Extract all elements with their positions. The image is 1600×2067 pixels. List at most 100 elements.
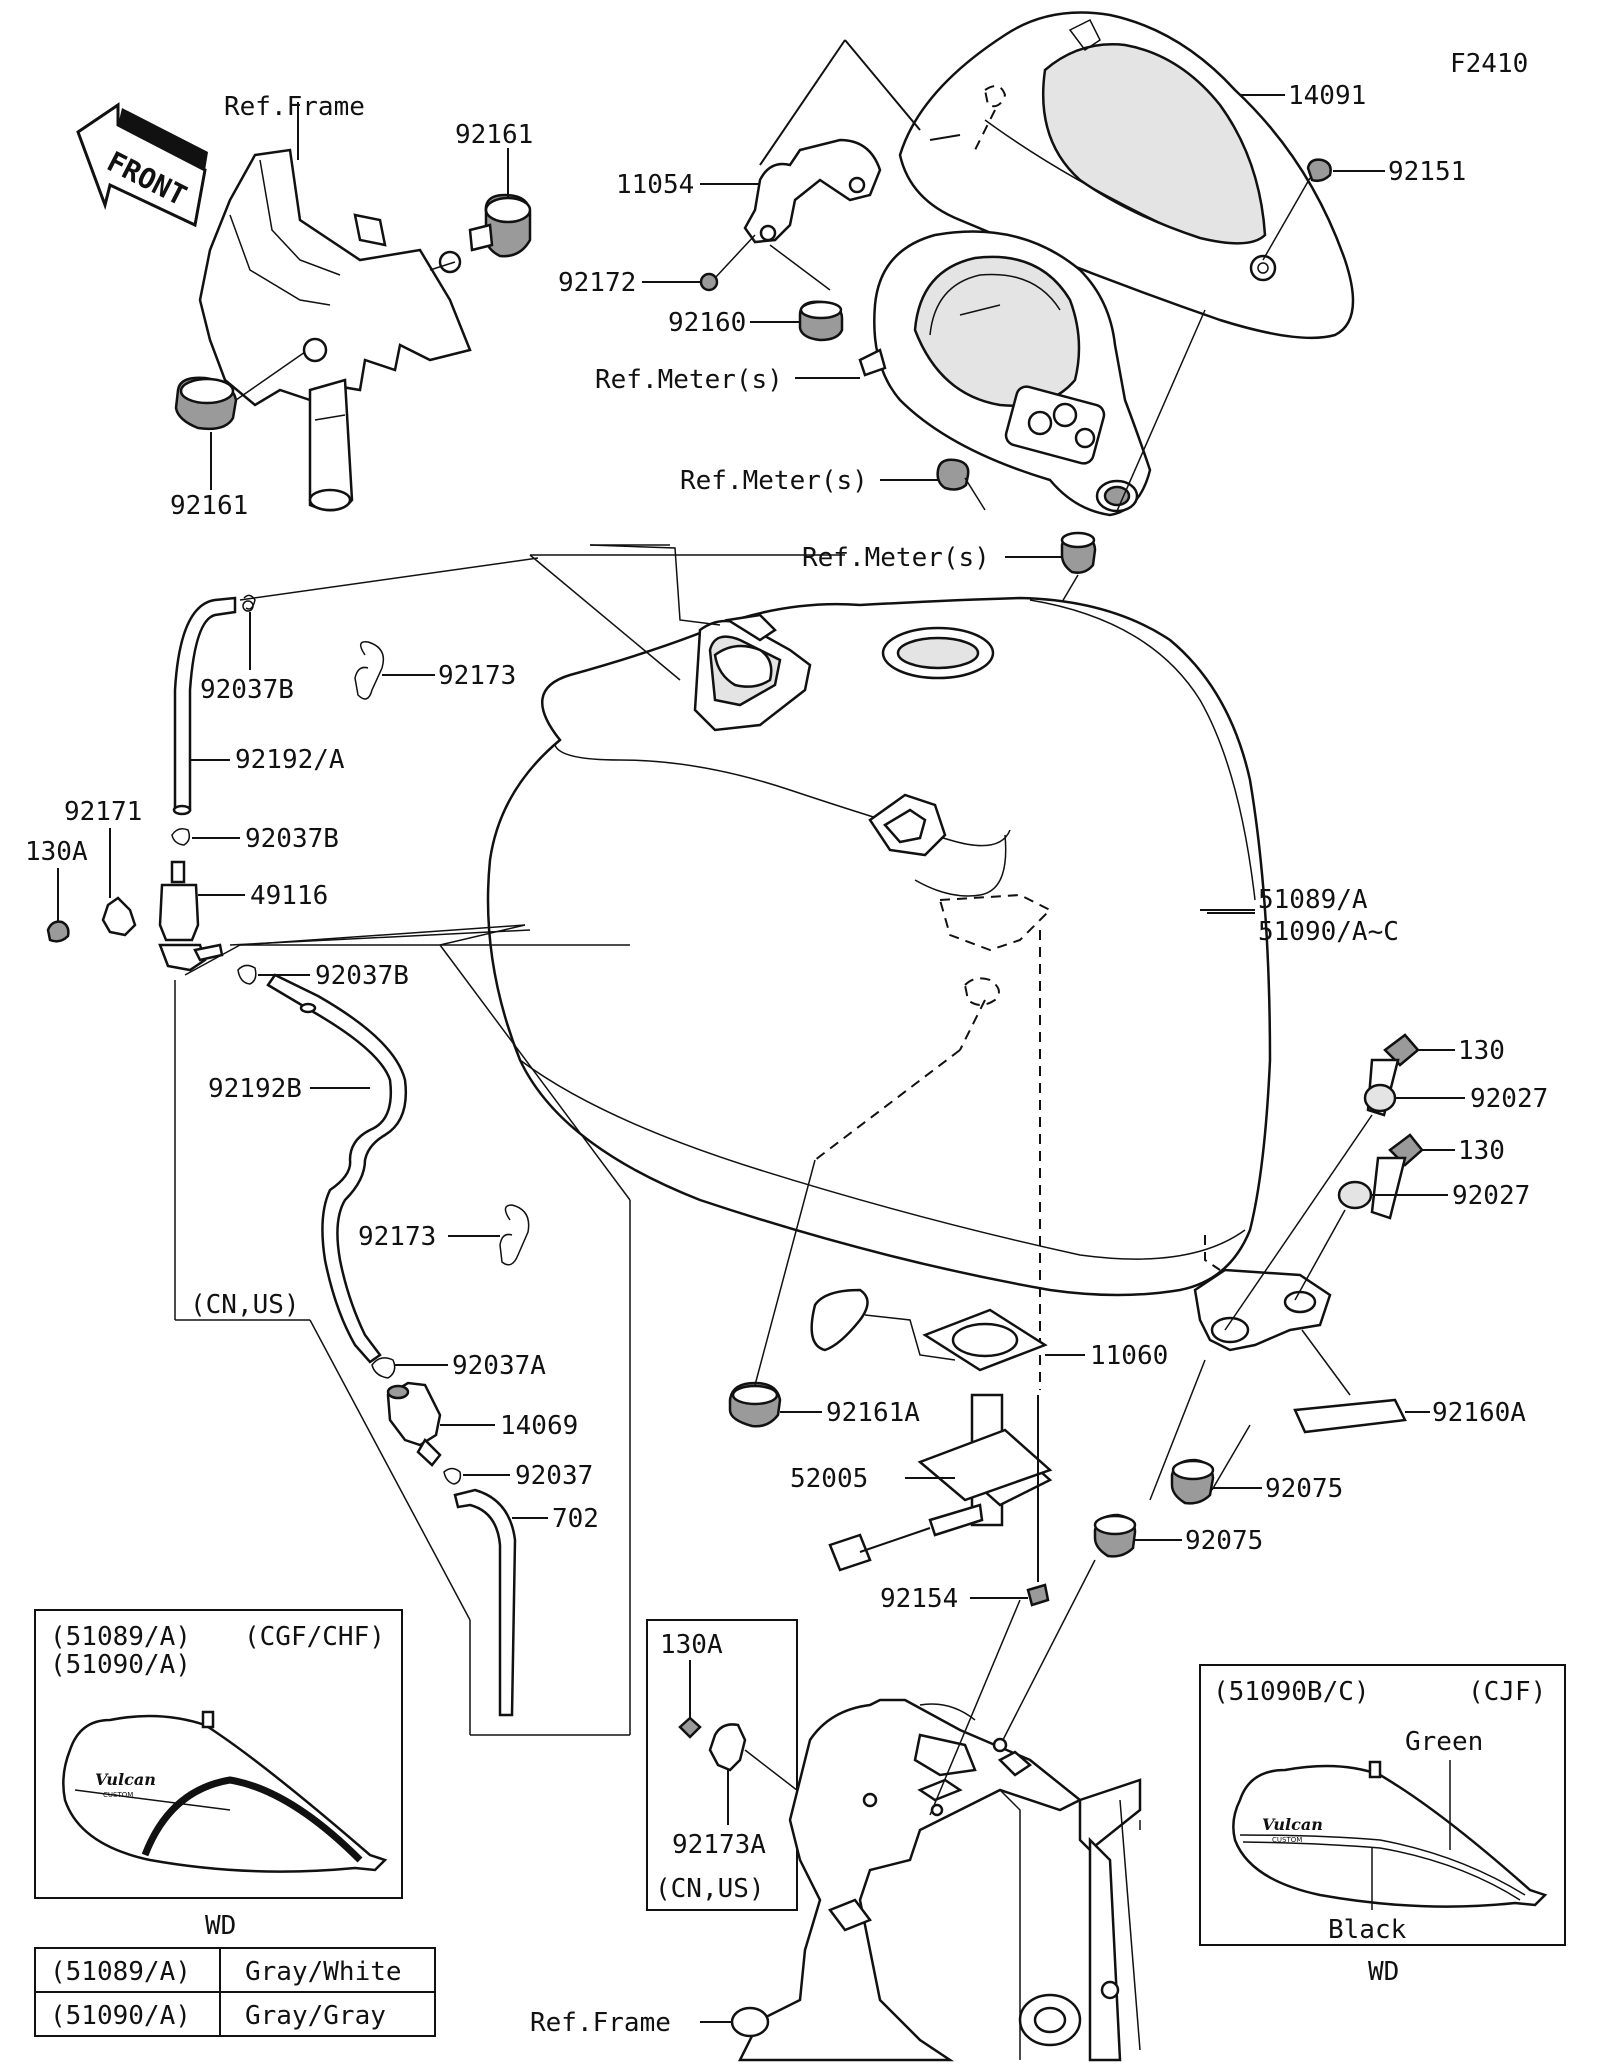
clamp-92037 bbox=[443, 1467, 510, 1485]
inset-left-line2: (51090/A) bbox=[50, 1650, 191, 1680]
bolt-92154 bbox=[970, 1395, 1050, 1607]
inset-right-logo-sub: CUSTOM bbox=[1272, 1836, 1302, 1844]
inset-right-line1: (51090B/C) bbox=[1213, 1677, 1370, 1707]
inset-left-caption: WD bbox=[205, 1911, 236, 1941]
grommet-92075-lower bbox=[984, 1359, 1206, 1776]
callout-ref-frame-bottom: Ref.Frame bbox=[530, 2008, 671, 2038]
rubber-cap-92161-bottom bbox=[174, 337, 328, 490]
callout-92151: 92151 bbox=[1388, 157, 1466, 187]
callout-ref-meter-3: Ref.Meter(s) bbox=[802, 543, 990, 573]
inset-left-variant: (CGF/CHF) bbox=[244, 1622, 385, 1652]
screw-92151 bbox=[1262, 158, 1385, 261]
callout-92037B-2: 92037B bbox=[245, 824, 339, 854]
inset-right-logo: Vulcan bbox=[1262, 1815, 1323, 1834]
washer-92027-upper bbox=[1224, 1083, 1465, 1331]
inset-right-color-bottom: Black bbox=[1328, 1915, 1407, 1945]
callout-92037B-1: 92037B bbox=[200, 675, 294, 705]
grommet-92075-upper bbox=[1170, 1424, 1262, 1505]
callout-11060: 11060 bbox=[1090, 1341, 1168, 1371]
callout-92027-2: 92027 bbox=[1452, 1181, 1530, 1211]
callout-49116: 49116 bbox=[250, 881, 328, 911]
meter-cover-14091 bbox=[844, 11, 1355, 340]
filter-14069 bbox=[386, 1381, 495, 1467]
hose-92192A bbox=[172, 557, 539, 816]
clip-92173-top bbox=[354, 641, 435, 700]
callout-51090AC: 51090/A~C bbox=[1258, 917, 1399, 947]
pad-92160A bbox=[1293, 1329, 1430, 1434]
gasket-11060 bbox=[922, 1308, 1085, 1372]
meter-assembly bbox=[858, 230, 1206, 517]
fuel-pump-52005 bbox=[810, 1288, 1053, 1572]
inset-right-tank-drawing: Vulcan CUSTOM bbox=[1232, 1760, 1548, 1910]
callout-92172: 92172 bbox=[558, 268, 636, 298]
callout-92161-top: 92161 bbox=[455, 120, 533, 150]
callout-14069: 14069 bbox=[500, 1411, 578, 1441]
frame-neck-group bbox=[198, 102, 472, 512]
callout-130A-inset: 130A bbox=[660, 1630, 723, 1660]
inset-cn-us-box bbox=[646, 1619, 798, 1911]
callout-702: 702 bbox=[552, 1504, 599, 1534]
color-table-row1-color: Gray/White bbox=[245, 1957, 402, 1987]
callout-92037: 92037 bbox=[515, 1461, 593, 1491]
callout-92037A: 92037A bbox=[452, 1351, 546, 1381]
bolt-130A-inset bbox=[678, 1660, 702, 1739]
callout-52005: 52005 bbox=[790, 1464, 868, 1494]
inset-right-variant: (CJF) bbox=[1468, 1677, 1546, 1707]
callout-92192B: 92192B bbox=[208, 1074, 302, 1104]
grommet-92161A bbox=[728, 1159, 822, 1428]
frame-bottom bbox=[700, 1599, 1142, 2062]
callout-130-1: 130 bbox=[1458, 1036, 1505, 1066]
washer-92027-lower bbox=[1294, 1180, 1448, 1301]
callout-92075-1: 92075 bbox=[1265, 1474, 1343, 1504]
fuel-tank-51089 bbox=[486, 596, 1272, 1390]
inset-left-line1: (51089/A) bbox=[50, 1622, 191, 1652]
pipe-702 bbox=[453, 1488, 548, 1717]
callout-92173-1: 92173 bbox=[438, 661, 516, 691]
meter-grommet-lower bbox=[880, 458, 986, 511]
inset-right-color-top: Green bbox=[1405, 1727, 1483, 1757]
bolt-130-lower bbox=[1370, 1133, 1455, 1220]
bracket-11054 bbox=[700, 39, 882, 291]
callout-92075-2: 92075 bbox=[1185, 1526, 1263, 1556]
clamp-92037B-3 bbox=[237, 964, 310, 985]
inset-right-caption: WD bbox=[1368, 1957, 1399, 1987]
clip-92173A bbox=[708, 1723, 856, 1836]
hose-92192B bbox=[266, 973, 407, 1364]
color-table: (51089/A) Gray/White (51090/A) Gray/Gray bbox=[34, 1947, 436, 2037]
callout-ref-meter-1: Ref.Meter(s) bbox=[595, 365, 783, 395]
callout-92161A: 92161A bbox=[826, 1398, 920, 1428]
bolt-130A-left bbox=[46, 868, 70, 943]
grommet-92160 bbox=[750, 300, 844, 342]
callout-92160A: 92160A bbox=[1432, 1398, 1526, 1428]
callout-cn-us-1: (CN,US) bbox=[190, 1290, 300, 1320]
figure-code: F2410 bbox=[1450, 49, 1528, 79]
callout-92171: 92171 bbox=[64, 797, 142, 827]
tank-rear-mount bbox=[1193, 1268, 1332, 1352]
callout-92154: 92154 bbox=[880, 1584, 958, 1614]
clamp-92037B-2 bbox=[171, 828, 240, 846]
inset-left-box bbox=[34, 1609, 403, 1899]
color-table-row2-part: (51090/A) bbox=[50, 2001, 191, 2031]
color-table-row1-part: (51089/A) bbox=[50, 1957, 191, 1987]
callout-92161-bottom: 92161 bbox=[170, 491, 248, 521]
inset-right-box bbox=[1199, 1664, 1566, 1946]
clamp-92037A bbox=[371, 1357, 448, 1379]
rubber-cap-92161-top bbox=[429, 148, 532, 274]
front-arrow-icon: FRONT bbox=[76, 102, 208, 228]
callout-92027-1: 92027 bbox=[1470, 1084, 1548, 1114]
callout-14091: 14091 bbox=[1288, 81, 1366, 111]
inset-left-tank-drawing: Vulcan CUSTOM bbox=[62, 1710, 388, 1873]
callout-92173A: 92173A bbox=[672, 1830, 766, 1860]
leader-lines-tank bbox=[174, 544, 845, 1736]
clip-92173-lower bbox=[448, 1204, 530, 1266]
callout-92037B-3: 92037B bbox=[315, 961, 409, 991]
valve-49116 bbox=[158, 860, 245, 972]
callout-51089A: 51089/A bbox=[1258, 885, 1368, 915]
callout-92160: 92160 bbox=[668, 308, 746, 338]
callout-92173-2: 92173 bbox=[358, 1222, 436, 1252]
inset-left-logo: Vulcan bbox=[95, 1770, 156, 1789]
callout-130-2: 130 bbox=[1458, 1136, 1505, 1166]
bracket-92171 bbox=[101, 828, 137, 937]
color-table-row2-color: Gray/Gray bbox=[245, 2001, 386, 2031]
inset-left-logo-sub: CUSTOM bbox=[103, 1791, 133, 1799]
